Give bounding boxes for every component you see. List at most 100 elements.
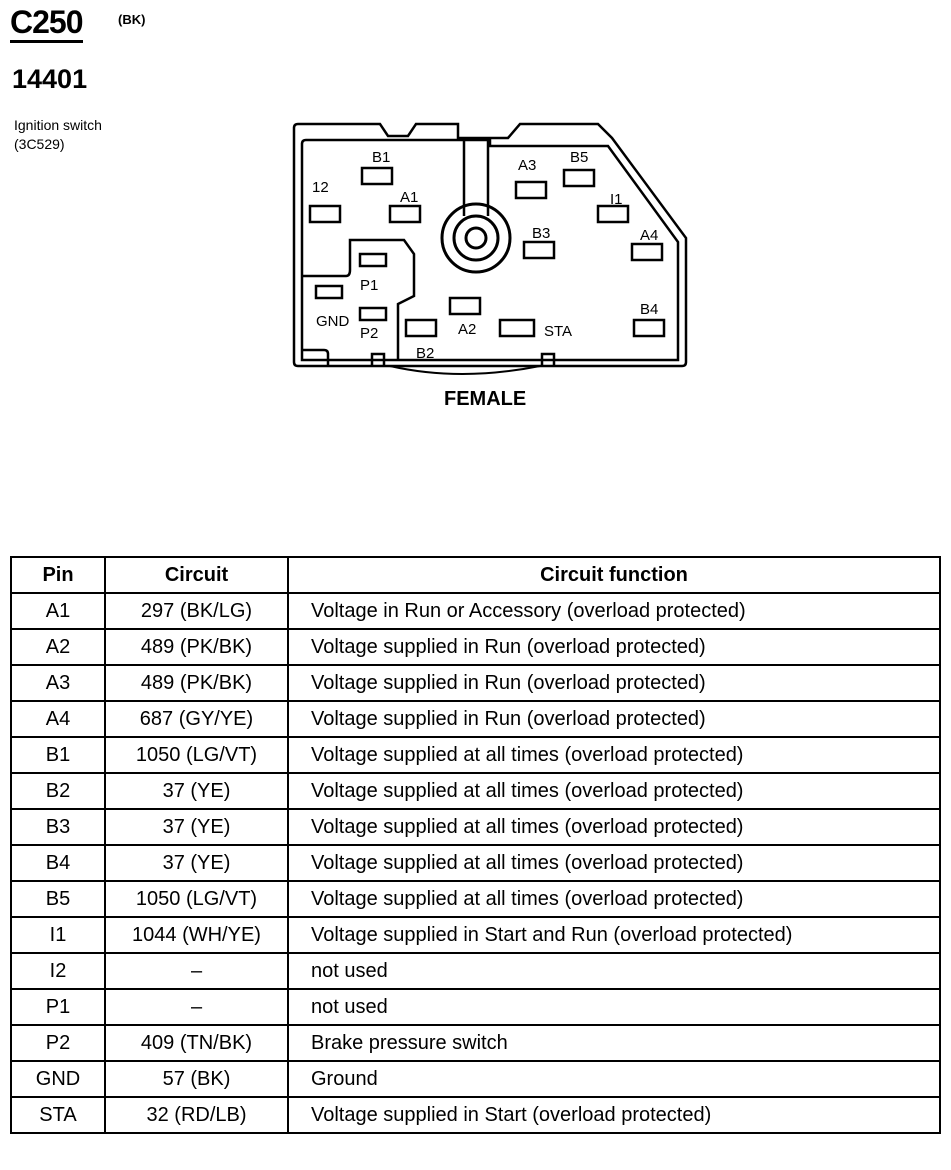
circuit-cell: 37 (YE) bbox=[104, 772, 289, 810]
function-cell: Voltage supplied at all times (overload … bbox=[287, 808, 941, 846]
pin-i2-cavity bbox=[308, 204, 342, 224]
function-cell: Voltage supplied at all times (overload … bbox=[287, 880, 941, 918]
pin-a1-cavity bbox=[388, 204, 422, 224]
pin-cell: B4 bbox=[10, 844, 106, 882]
pin-a2-cavity bbox=[448, 296, 482, 316]
view-label: FEMALE bbox=[444, 388, 527, 410]
component-name-line2: (3C529) bbox=[14, 136, 65, 152]
function-cell: Voltage supplied in Start (overload prot… bbox=[287, 1096, 941, 1134]
pin-label-i2: 12 bbox=[312, 179, 329, 196]
pin-label-sta: STA bbox=[544, 323, 572, 340]
pin-cell: B5 bbox=[10, 880, 106, 918]
header-pin: Pin bbox=[10, 556, 106, 594]
circuit-cell: 32 (RD/LB) bbox=[104, 1096, 289, 1134]
circuit-cell: 1050 (LG/VT) bbox=[104, 736, 289, 774]
connector-face-diagram: B1 12 A1 A3 B5 I1 B3 A4 P1 GND P2 A2 STA… bbox=[292, 122, 688, 375]
pin-a3-cavity bbox=[514, 180, 548, 200]
pin-cell: I2 bbox=[10, 952, 106, 990]
pin-cell: A4 bbox=[10, 700, 106, 738]
corner-block bbox=[302, 348, 330, 366]
part-number: 14401 bbox=[12, 64, 88, 94]
pin-label-b2: B2 bbox=[416, 345, 434, 362]
function-cell: Voltage supplied at all times (overload … bbox=[287, 736, 941, 774]
pin-cell: P1 bbox=[10, 988, 106, 1026]
circuit-cell: – bbox=[104, 988, 289, 1026]
circuit-cell: 489 (PK/BK) bbox=[104, 628, 289, 666]
pin-b3-cavity bbox=[522, 240, 556, 260]
pin-gnd-cavity bbox=[314, 284, 344, 300]
circuit-cell: 37 (YE) bbox=[104, 808, 289, 846]
pin-label-i1: I1 bbox=[610, 191, 623, 208]
pin-label-a2: A2 bbox=[458, 321, 476, 338]
latch-right bbox=[540, 352, 556, 366]
pin-label-gnd: GND bbox=[316, 313, 350, 330]
function-cell: Voltage supplied in Start and Run (overl… bbox=[287, 916, 941, 954]
pin-label-b4: B4 bbox=[640, 301, 658, 318]
function-cell: Voltage supplied in Run (overload protec… bbox=[287, 664, 941, 702]
circuit-cell: 489 (PK/BK) bbox=[104, 664, 289, 702]
component-name-line1: Ignition switch bbox=[14, 117, 102, 133]
cavity-boundary bbox=[302, 238, 416, 360]
pin-cell: GND bbox=[10, 1060, 106, 1098]
pin-b1-cavity bbox=[360, 166, 394, 186]
function-cell: Voltage supplied in Run (overload protec… bbox=[287, 700, 941, 738]
pin-label-p2: P2 bbox=[360, 325, 378, 342]
pin-label-b5: B5 bbox=[570, 149, 588, 166]
pin-cell: A3 bbox=[10, 664, 106, 702]
latch-left bbox=[370, 352, 386, 366]
function-cell: Voltage supplied at all times (overload … bbox=[287, 844, 941, 882]
pin-label-b3: B3 bbox=[532, 225, 550, 242]
pin-label-b1: B1 bbox=[372, 149, 390, 166]
table-row: P1–not used bbox=[10, 988, 941, 1026]
pin-a4-cavity bbox=[630, 242, 664, 262]
circuit-cell: – bbox=[104, 952, 289, 990]
pin-cell: I1 bbox=[10, 916, 106, 954]
pin-cell: B2 bbox=[10, 772, 106, 810]
function-cell: Voltage supplied in Run (overload protec… bbox=[287, 628, 941, 666]
pin-sta-cavity bbox=[498, 318, 536, 338]
circuit-cell: 1044 (WH/YE) bbox=[104, 916, 289, 954]
pin-label-a1: A1 bbox=[400, 189, 418, 206]
component-name: Ignition switch (3C529) bbox=[14, 116, 102, 154]
pin-label-a4: A4 bbox=[640, 227, 658, 244]
header-circuit: Circuit bbox=[104, 556, 289, 594]
pin-cell: B1 bbox=[10, 736, 106, 774]
circuit-cell: 57 (BK) bbox=[104, 1060, 289, 1098]
pin-cell: A1 bbox=[10, 592, 106, 630]
pin-cell: B3 bbox=[10, 808, 106, 846]
pin-cell: STA bbox=[10, 1096, 106, 1134]
center-stud bbox=[440, 202, 512, 274]
pin-b2-cavity bbox=[404, 318, 438, 338]
connector-color: (BK) bbox=[118, 12, 146, 27]
connector-housing bbox=[292, 122, 688, 368]
pin-label-p1: P1 bbox=[360, 277, 378, 294]
pin-p2-cavity bbox=[358, 306, 388, 322]
function-cell: Voltage supplied at all times (overload … bbox=[287, 772, 941, 810]
pin-cell: P2 bbox=[10, 1024, 106, 1062]
header-function: Circuit function bbox=[287, 556, 941, 594]
circuit-cell: 297 (BK/LG) bbox=[104, 592, 289, 630]
function-cell: not used bbox=[287, 988, 941, 1026]
circuit-cell: 409 (TN/BK) bbox=[104, 1024, 289, 1062]
pin-i1-cavity bbox=[596, 204, 630, 224]
circuit-cell: 37 (YE) bbox=[104, 844, 289, 882]
function-cell: Voltage in Run or Accessory (overload pr… bbox=[287, 592, 941, 630]
pin-label-a3: A3 bbox=[518, 157, 536, 174]
function-cell: not used bbox=[287, 952, 941, 990]
connector-inner-border bbox=[300, 138, 680, 362]
pin-cell: A2 bbox=[10, 628, 106, 666]
bottom-arc bbox=[389, 365, 541, 375]
